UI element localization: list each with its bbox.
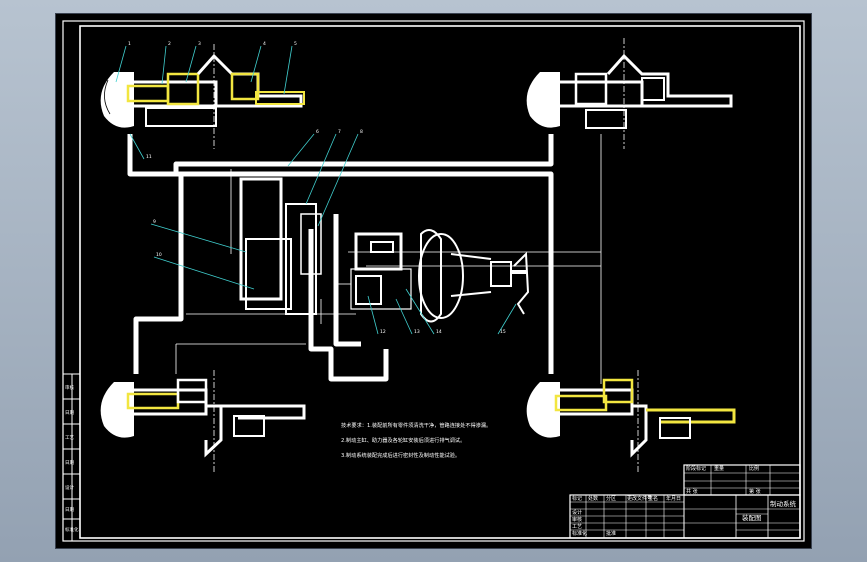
tb-label-5: 年月日	[666, 495, 681, 502]
balloon-9: 9	[153, 219, 156, 225]
pipe-front-main	[176, 171, 554, 184]
technical-notes: 技术要求：1.装配前所有零件须清洗干净，管路连接处不得渗漏。 2.制动主缸、助力…	[341, 421, 491, 459]
wheel-brake-front-right	[526, 38, 733, 149]
balloon-4: 4	[263, 41, 266, 47]
balloon-2: 2	[168, 41, 171, 47]
strip-label-2: 工艺	[65, 435, 74, 441]
leader-line-14	[405, 288, 435, 335]
balloon-14: 14	[436, 329, 442, 335]
tb-design-4: 批准	[606, 530, 616, 537]
tb-label-2: 分区	[606, 495, 616, 502]
leader-line-13	[395, 298, 413, 335]
strip-label-4: 设计	[65, 484, 74, 491]
leader-line-3	[185, 45, 197, 83]
leader-line-8	[317, 133, 359, 227]
tb-design-2: 工艺	[572, 524, 582, 530]
tb-mini-3: 共 张	[686, 488, 698, 495]
title-block	[569, 464, 801, 539]
leader-line-11	[129, 133, 145, 160]
strip-label-1: 日期	[65, 410, 74, 416]
master-cylinder-assembly	[239, 177, 412, 315]
drawing-title: 制动系统	[770, 499, 797, 508]
balloon-1: 1	[128, 41, 131, 47]
balloon-13: 13	[414, 329, 420, 335]
strip-label-0: 审核	[65, 384, 74, 391]
pipe-master-link	[333, 214, 361, 347]
leader-line-9	[150, 223, 247, 253]
tb-mini-1: 重量	[714, 465, 724, 472]
wheel-brake-front-left	[100, 44, 305, 149]
left-binding-strip: 审核 日期 工艺 日期 设计 日期 标准化	[63, 373, 80, 541]
balloon-5: 5	[294, 41, 297, 47]
thin-lines	[175, 134, 602, 384]
tb-design-0: 设计	[572, 509, 582, 516]
wheel-brake-rear-right	[526, 370, 736, 474]
leader-line-2	[161, 45, 167, 85]
leader-line-5	[283, 45, 293, 95]
sheet-title: 装配图	[742, 513, 762, 522]
strip-label-6: 标准化	[65, 526, 79, 533]
outer-frame	[62, 20, 805, 542]
inner-frame	[79, 25, 801, 539]
balloon-11: 11	[146, 154, 152, 160]
title-block-text: 标记 处数 分区 更改文件号 签名 年月日 设计 审核 工艺 标准化 批准 阶段…	[572, 465, 797, 537]
note-line-2: 3.制动系统装配完成后进行密封性及制动性能试验。	[341, 451, 460, 459]
brake-pipe-network	[127, 134, 554, 382]
tb-design-3: 标准化	[572, 530, 587, 537]
tb-design-1: 审核	[572, 516, 582, 523]
strip-label-5: 日期	[65, 507, 74, 513]
tb-mini-0: 阶段标记	[686, 465, 706, 472]
strip-label-3: 日期	[65, 460, 74, 466]
leader-line-1	[115, 45, 127, 83]
balloon-3: 3	[198, 41, 201, 47]
leader-line-6	[287, 133, 315, 167]
note-line-1: 2.制动主缸、助力器及各轮缸安装后须进行排气调试。	[341, 436, 465, 444]
brake-system-assembly-drawing: 审核 日期 工艺 日期 设计 日期 标准化	[62, 20, 805, 542]
leader-line-15	[497, 303, 517, 335]
balloon-7: 7	[338, 129, 341, 135]
leader-line-7	[305, 133, 337, 205]
tb-label-4: 签名	[648, 495, 658, 502]
leader-line-12	[367, 295, 379, 335]
cad-drawing-viewport[interactable]: 审核 日期 工艺 日期 设计 日期 标准化	[56, 14, 811, 548]
tb-label-3: 更改文件号	[627, 495, 652, 502]
leader-line-4	[250, 45, 262, 83]
note-line-0: 技术要求：1.装配前所有零件须清洗干净，管路连接处不得渗漏。	[341, 421, 491, 429]
leader-line-10	[153, 256, 255, 290]
tb-label-1: 处数	[588, 495, 598, 502]
balloon-6: 6	[316, 129, 319, 135]
pipe-front-left	[127, 134, 554, 177]
pipe-rear-bus	[133, 176, 184, 374]
pipe-master-down	[308, 229, 389, 382]
wheel-brake-rear-left	[100, 370, 306, 474]
vacuum-booster	[418, 229, 530, 323]
tb-mini-4: 第 张	[749, 488, 761, 495]
balloon-10: 10	[156, 252, 162, 258]
balloon-8: 8	[360, 129, 363, 135]
tb-mini-2: 比例	[749, 465, 759, 472]
tb-label-0: 标记	[572, 495, 582, 502]
balloon-12: 12	[380, 329, 386, 335]
balloon-15: 15	[500, 329, 506, 335]
